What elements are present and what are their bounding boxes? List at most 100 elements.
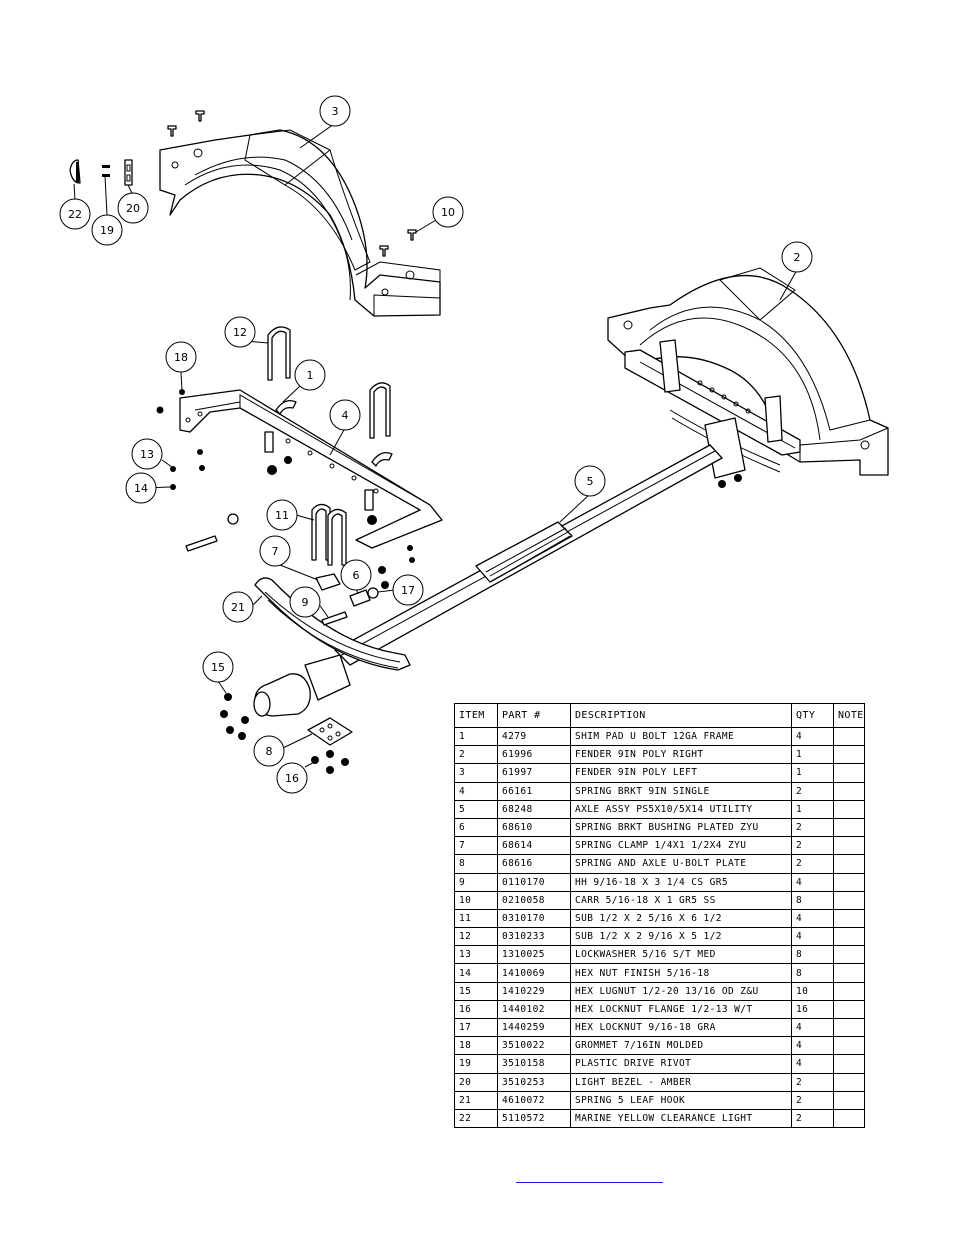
bom-cell-note: [833, 781, 865, 801]
svg-text:8: 8: [266, 745, 273, 758]
bom-cell-note: [833, 1072, 865, 1092]
callout-10: 10: [432, 196, 464, 228]
bom-cell-part: 3510158: [497, 1054, 571, 1074]
callout-7: 7: [259, 535, 291, 567]
bom-cell-part: 4610072: [497, 1090, 571, 1110]
bom-cell-qty: 4: [791, 726, 834, 747]
left-spring-bracket: [179, 389, 443, 549]
callout-4: 4: [329, 399, 361, 431]
callout-14: 14: [125, 472, 157, 504]
bom-header-description: DESCRIPTION: [570, 703, 792, 728]
callout-22: 22: [59, 198, 91, 230]
callout-8: 8: [253, 735, 285, 767]
bom-cell-item: 2: [454, 745, 498, 765]
bom-cell-part: 68616: [497, 854, 571, 874]
svg-text:5: 5: [587, 475, 594, 488]
bom-cell-item: 14: [454, 963, 498, 983]
callout-13: 13: [131, 438, 163, 470]
bom-cell-description: SUB 1/2 X 2 9/16 X 5 1/2: [570, 927, 792, 947]
bom-cell-description: SPRING AND AXLE U-BOLT PLATE: [570, 854, 792, 874]
bom-cell-qty: 16: [791, 999, 834, 1020]
svg-text:19: 19: [100, 224, 114, 237]
bom-cell-item: 6: [454, 817, 498, 838]
svg-text:17: 17: [401, 584, 415, 597]
left-fender: [159, 129, 441, 317]
svg-text:4: 4: [342, 409, 349, 422]
svg-text:16: 16: [285, 772, 299, 785]
callout-19: 19: [91, 214, 123, 246]
bom-cell-note: [833, 1054, 865, 1074]
svg-text:11: 11: [275, 509, 289, 522]
callout-11: 11: [266, 499, 298, 531]
bom-cell-part: 68248: [497, 799, 571, 819]
bom-header-item: ITEM: [454, 703, 498, 728]
bom-cell-item: 19: [454, 1054, 498, 1074]
footer-link[interactable]: [516, 1170, 663, 1183]
bom-cell-item: 8: [454, 854, 498, 874]
clearance-light-parts: [69, 159, 133, 186]
bom-cell-qty: 4: [791, 908, 834, 929]
bom-cell-part: 1410069: [497, 963, 571, 983]
svg-text:3: 3: [332, 105, 339, 118]
bom-cell-qty: 2: [791, 1090, 834, 1110]
bom-cell-note: [833, 981, 865, 1001]
callout-2: 2: [781, 241, 813, 273]
svg-text:18: 18: [174, 351, 188, 364]
bom-cell-description: SPRING BRKT 9IN SINGLE: [570, 781, 792, 801]
svg-text:7: 7: [272, 545, 279, 558]
bom-cell-item: 12: [454, 927, 498, 947]
bom-cell-qty: 2: [791, 817, 834, 838]
bom-cell-qty: 8: [791, 963, 834, 983]
svg-text:2: 2: [794, 251, 801, 264]
callout-5: 5: [574, 465, 606, 497]
bom-cell-part: 0110170: [497, 872, 571, 892]
bom-cell-note: [833, 908, 865, 929]
bom-header-note: NOTE: [833, 703, 865, 728]
callout-18: 18: [165, 341, 197, 373]
bom-header-part: PART #: [497, 703, 571, 728]
bom-cell-qty: 2: [791, 1108, 834, 1129]
callout-6: 6: [340, 559, 372, 591]
bom-cell-qty: 1: [791, 799, 834, 819]
bom-cell-qty: 4: [791, 927, 834, 947]
bom-cell-item: 15: [454, 981, 498, 1001]
bom-cell-item: 16: [454, 999, 498, 1020]
bom-cell-part: 5110572: [497, 1108, 571, 1129]
bom-cell-description: HEX NUT FINISH 5/16-18: [570, 963, 792, 983]
bom-cell-item: 5: [454, 799, 498, 819]
bom-cell-item: 10: [454, 890, 498, 910]
bom-cell-description: SUB 1/2 X 2 5/16 X 6 1/2: [570, 908, 792, 929]
callout-21: 21: [222, 591, 254, 623]
callout-20: 20: [117, 192, 149, 224]
bom-cell-part: 61996: [497, 745, 571, 765]
bom-cell-note: [833, 890, 865, 910]
svg-text:9: 9: [302, 596, 309, 609]
svg-text:12: 12: [233, 326, 247, 339]
hub-assembly: [220, 654, 353, 774]
bom-cell-qty: 2: [791, 854, 834, 874]
bom-cell-note: [833, 745, 865, 765]
bom-cell-note: [833, 817, 865, 838]
bom-cell-item: 7: [454, 836, 498, 856]
bom-cell-description: HEX LOCKNUT FLANGE 1/2-13 W/T: [570, 999, 792, 1020]
bom-cell-note: [833, 726, 865, 747]
bom-cell-item: 3: [454, 763, 498, 783]
svg-text:22: 22: [68, 208, 82, 221]
bom-cell-note: [833, 1090, 865, 1110]
bom-cell-qty: 4: [791, 1017, 834, 1038]
bom-cell-qty: 4: [791, 1054, 834, 1074]
bom-cell-item: 4: [454, 781, 498, 801]
callout-9: 9: [289, 586, 321, 618]
